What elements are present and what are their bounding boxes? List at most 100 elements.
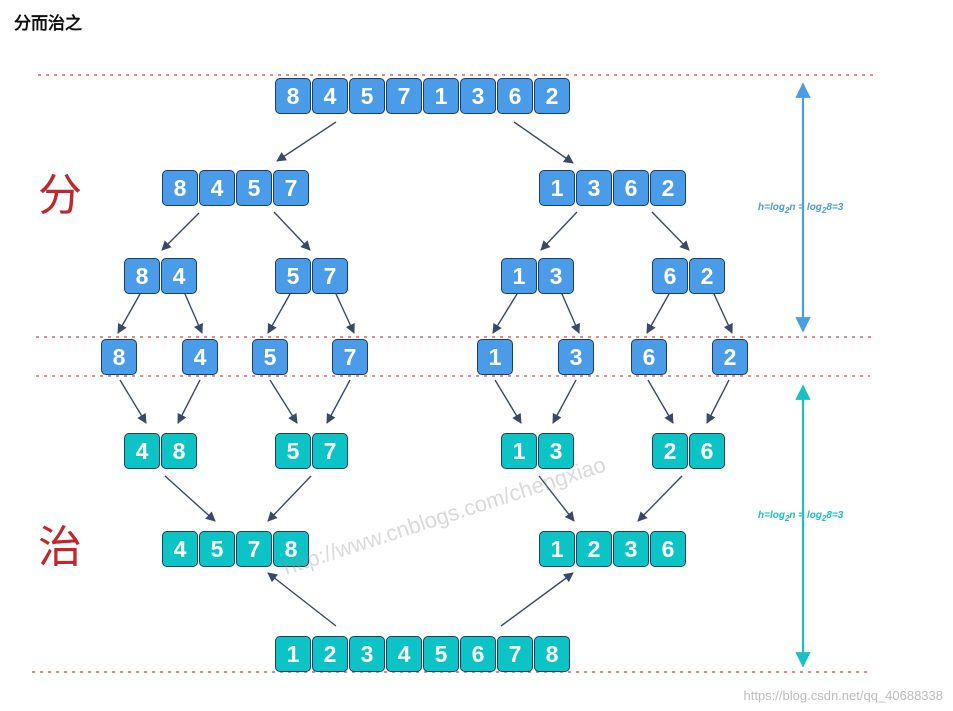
number-cell: 6	[497, 78, 533, 114]
number-cell: 7	[497, 636, 533, 672]
number-cell: 7	[386, 78, 422, 114]
number-cell: 1	[501, 433, 537, 469]
number-cell: 5	[275, 433, 311, 469]
number-group: 8	[101, 339, 138, 375]
number-cell: 5	[252, 339, 288, 375]
number-cell: 3	[538, 433, 574, 469]
number-cell: 3	[558, 339, 594, 375]
number-cell: 2	[312, 636, 348, 672]
number-cell: 2	[650, 170, 686, 206]
number-cell: 2	[576, 531, 612, 567]
number-group: 4	[182, 339, 219, 375]
number-cell: 8	[534, 636, 570, 672]
formula-part: 2	[784, 206, 790, 215]
footer-url: https://blog.csdn.net/qq_40688338	[743, 688, 944, 703]
number-cell: 3	[349, 636, 385, 672]
number-cell: 7	[236, 531, 272, 567]
flow-arrow	[267, 293, 291, 334]
number-cell: 2	[652, 433, 688, 469]
height-formula-conquer: h=log2n = log28=3	[758, 510, 843, 523]
number-cell: 6	[460, 636, 496, 672]
flow-arrow	[646, 293, 670, 334]
number-cell: 5	[199, 531, 235, 567]
number-group: 3	[558, 339, 595, 375]
number-cell: 8	[161, 433, 197, 469]
number-cell: 1	[477, 339, 513, 375]
divide-label: 分	[38, 170, 82, 221]
flow-arrow	[538, 475, 575, 522]
flow-arrow	[647, 379, 674, 424]
formula-part: 8=3	[826, 202, 844, 213]
conquer-label: 治	[38, 522, 82, 573]
number-cell: 6	[650, 531, 686, 567]
formula-part: n = log	[789, 202, 822, 213]
number-cell: 4	[124, 433, 160, 469]
number-cell: 1	[501, 258, 537, 294]
number-cell: 6	[652, 258, 688, 294]
formula-part: 8=3	[826, 510, 844, 521]
flow-arrow	[637, 475, 683, 522]
flow-arrow	[119, 379, 147, 424]
number-cell: 1	[275, 636, 311, 672]
number-cell: 5	[423, 636, 459, 672]
number-cell: 7	[332, 339, 368, 375]
number-group: 1	[477, 339, 514, 375]
flow-arrow	[540, 211, 578, 251]
flow-arrow	[335, 293, 355, 334]
number-cell: 3	[613, 531, 649, 567]
number-group: 6	[631, 339, 668, 375]
formula-part: 2	[784, 514, 790, 523]
number-cell: 3	[576, 170, 612, 206]
number-cell: 7	[312, 258, 348, 294]
flow-arrow	[267, 572, 337, 627]
flow-arrow	[494, 379, 522, 424]
number-cell: 8	[273, 531, 309, 567]
number-cell: 6	[689, 433, 725, 469]
number-cell: 2	[534, 78, 570, 114]
number-cell: 5	[349, 78, 385, 114]
formula-part: 2	[821, 206, 827, 215]
number-cell: 7	[273, 170, 309, 206]
number-cell: 5	[236, 170, 272, 206]
number-cell: 8	[124, 258, 160, 294]
flow-arrow	[161, 212, 200, 251]
number-cell: 4	[386, 636, 422, 672]
number-group: 2	[712, 339, 749, 375]
formula-part: h=log	[758, 510, 785, 521]
flow-arrow	[713, 293, 733, 334]
number-group: 5	[252, 339, 289, 375]
flow-arrow	[117, 293, 141, 334]
height-formula-divide: h=log2n = log28=3	[758, 202, 843, 215]
number-cell: 1	[539, 170, 575, 206]
page-title: 分而治之	[14, 14, 82, 34]
flow-arrow	[492, 293, 518, 334]
flow-arrow	[326, 379, 351, 424]
number-cell: 8	[275, 78, 311, 114]
number-cell: 7	[312, 433, 348, 469]
number-cell: 4	[161, 258, 197, 294]
flow-arrow	[552, 379, 577, 424]
flow-arrow	[273, 211, 311, 251]
number-cell: 5	[275, 258, 311, 294]
number-cell: 3	[538, 258, 574, 294]
flow-arrow	[269, 379, 298, 424]
number-cell: 2	[712, 339, 748, 375]
number-cell: 6	[613, 170, 649, 206]
number-cell: 4	[199, 170, 235, 206]
flow-arrow	[500, 572, 574, 627]
number-cell: 8	[162, 170, 198, 206]
flow-arrow	[706, 379, 730, 424]
number-cell: 1	[539, 531, 575, 567]
